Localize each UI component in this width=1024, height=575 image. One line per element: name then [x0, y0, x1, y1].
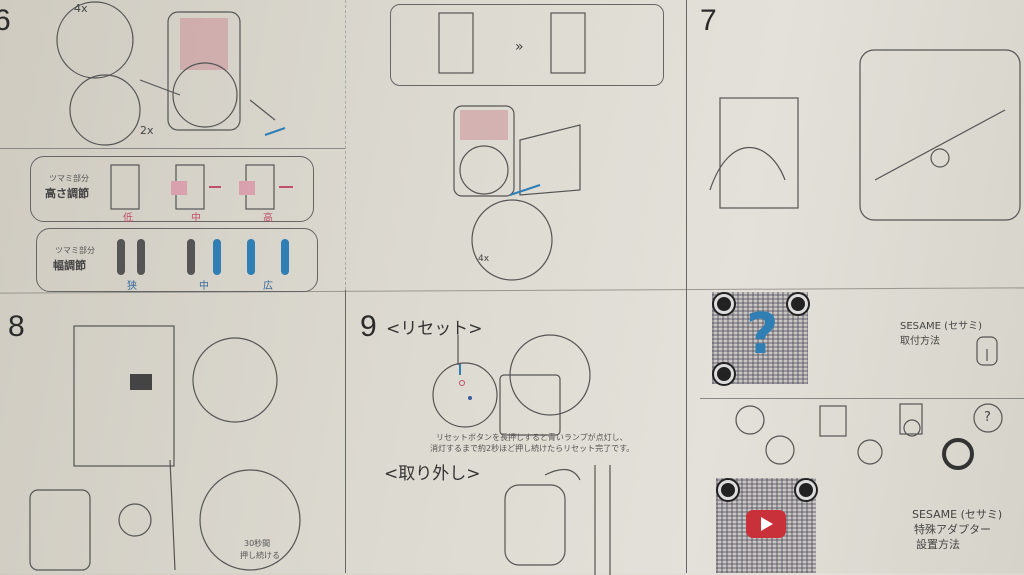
hold-text-1: 30秒間 — [244, 539, 271, 548]
step-number-6: 6 — [0, 4, 11, 37]
divider-left-bottom — [345, 290, 346, 573]
before-after-illustration — [438, 12, 586, 74]
step-number-7: 7 — [700, 4, 717, 37]
lock-device-icon — [976, 336, 998, 366]
step8-illustration — [29, 325, 301, 571]
before-after-panel: » — [390, 4, 664, 86]
install-title-1: SESAME (セサミ) — [900, 321, 982, 332]
divider-links — [700, 398, 1024, 399]
adapter-title-1: SESAME (セサミ) — [912, 508, 1003, 521]
step6-lock-illustration — [56, 1, 286, 146]
height-adjust-title: 高さ調節 — [45, 187, 89, 200]
width-level-mid: 中 — [199, 281, 209, 292]
step-number-9: 9 — [360, 310, 377, 343]
width-adjust-diagrams — [117, 239, 289, 275]
step6b-illustration — [453, 105, 581, 281]
step-number-8: 8 — [8, 310, 25, 343]
adapter-title-2: 特殊アダプター — [914, 523, 991, 536]
reset-title: <リセット> — [386, 319, 483, 339]
screw-count-bottom: 2x — [140, 124, 154, 137]
height-level-high: 高 — [263, 213, 273, 224]
height-adjust-diagrams — [110, 164, 293, 210]
width-adjust-subtitle: ツマミ部分 — [55, 246, 95, 255]
reset-illustration — [432, 334, 591, 436]
divider-step6 — [0, 148, 345, 149]
width-level-wide: 広 — [263, 281, 273, 292]
install-title-2: 取付方法 — [900, 336, 940, 347]
install-qr-code[interactable]: ? — [712, 292, 808, 384]
height-adjust-subtitle: ツマミ部分 — [49, 174, 89, 183]
screw-count-middle: 4x — [478, 254, 490, 264]
height-level-mid: 中 — [191, 213, 201, 224]
unknown-adapter-icon: ? — [984, 410, 991, 425]
reset-description-1: リセットボタンを長押しすると青いランプが点灯し、 — [436, 433, 628, 442]
youtube-icon — [746, 510, 786, 538]
divider-left — [345, 0, 346, 290]
width-adjust-title: 幅調節 — [53, 259, 86, 272]
remove-illustration — [504, 465, 611, 575]
transition-arrow: » — [515, 39, 524, 55]
width-level-narrow: 狭 — [127, 281, 137, 292]
screw-count-top: 4x — [74, 2, 88, 15]
question-mark-icon: ? — [746, 302, 779, 367]
height-adjust-panel: ツマミ部分 高さ調節 低 中 高 — [30, 156, 314, 224]
adapter-types-illustration — [735, 403, 1003, 470]
reset-description-2: 消灯するまで約2秒ほど押し続けたらリセット完了です。 — [430, 444, 635, 453]
step7-illustration — [709, 49, 1021, 221]
hold-text-2: 押し続ける — [240, 551, 280, 560]
adapter-title-3: 設置方法 — [916, 538, 960, 551]
adapter-qr-code[interactable] — [716, 478, 816, 573]
width-adjust-panel: ツマミ部分 幅調節 狭 中 広 — [36, 228, 318, 292]
remove-title: <取り外し> — [384, 464, 481, 484]
divider-right — [686, 0, 687, 573]
height-level-low: 低 — [123, 213, 133, 224]
